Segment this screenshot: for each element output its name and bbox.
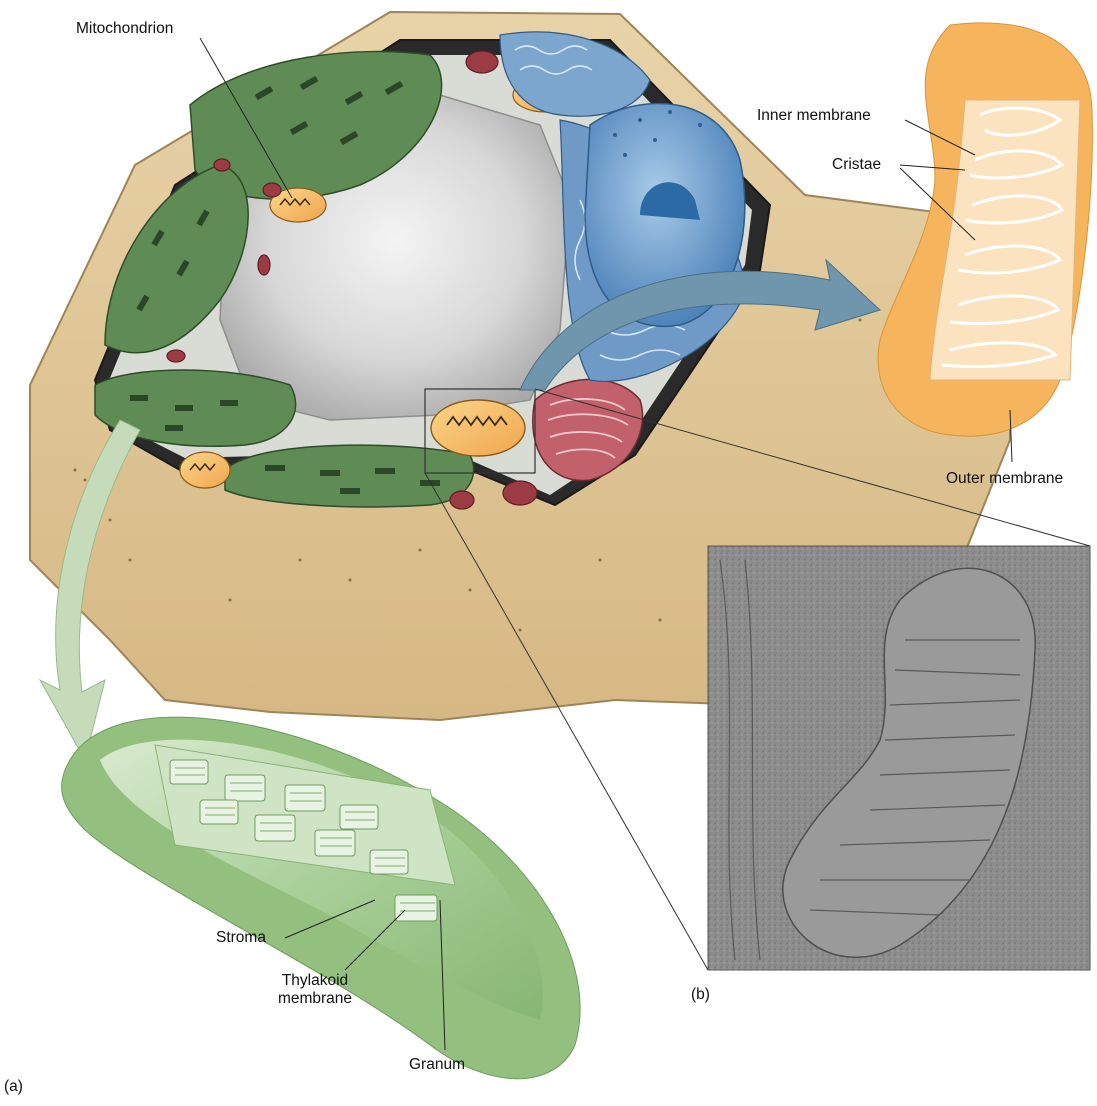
- electron-micrograph: [708, 546, 1090, 970]
- label-outer-membrane: Outer membrane: [946, 470, 1063, 488]
- label-thylakoid-line2: membrane: [265, 990, 365, 1008]
- label-cristae: Cristae: [832, 156, 881, 174]
- label-thylakoid-membrane: Thylakoid membrane: [265, 972, 365, 1008]
- label-inner-membrane: Inner membrane: [757, 107, 871, 125]
- chloroplast-diagram: [62, 717, 581, 1079]
- label-stroma: Stroma: [216, 929, 266, 947]
- label-mitochondrion: Mitochondrion: [76, 20, 173, 38]
- label-thylakoid-line1: Thylakoid: [265, 972, 365, 990]
- mitochondrion-bottom-left: [180, 452, 230, 488]
- label-granum: Granum: [409, 1056, 465, 1074]
- chloroplast-4: [225, 445, 474, 507]
- panel-label-a: (a): [4, 1078, 23, 1096]
- mitochondrion-highlighted: [431, 400, 525, 456]
- panel-label-b: (b): [691, 986, 710, 1004]
